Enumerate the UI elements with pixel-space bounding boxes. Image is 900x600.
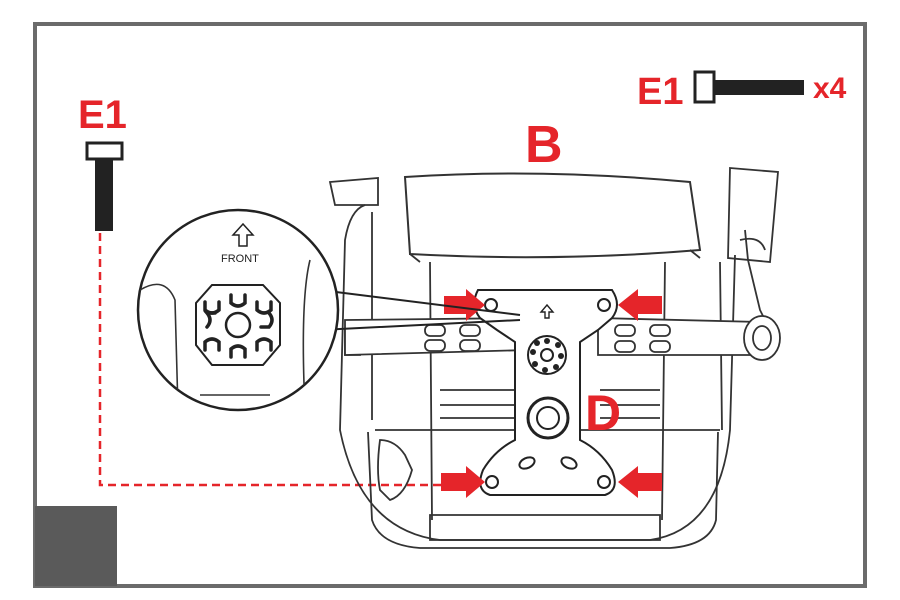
mounting-plate (473, 289, 618, 496)
screw-label-right: E1 (637, 71, 683, 113)
callout-lines (319, 289, 521, 331)
seat-label: B (525, 116, 563, 174)
arrow-icon (618, 466, 662, 498)
front-arrow-icon (231, 222, 255, 247)
quantity-label: x4 (813, 72, 847, 105)
seat-arm-right (597, 315, 781, 361)
screw-icon (693, 70, 804, 104)
magnifier-detail: FRONT (136, 208, 340, 412)
screw-label-left: E1 (78, 93, 127, 137)
arrow-icon (441, 466, 485, 498)
corner-block (35, 506, 117, 586)
screw-icon (85, 141, 124, 231)
arrow-icon (444, 289, 485, 321)
plate-label: D (585, 385, 621, 441)
front-label: FRONT (221, 253, 259, 265)
seat-drawing (328, 167, 779, 549)
arrow-icon (618, 289, 662, 321)
front-arrow-icon (539, 303, 555, 319)
